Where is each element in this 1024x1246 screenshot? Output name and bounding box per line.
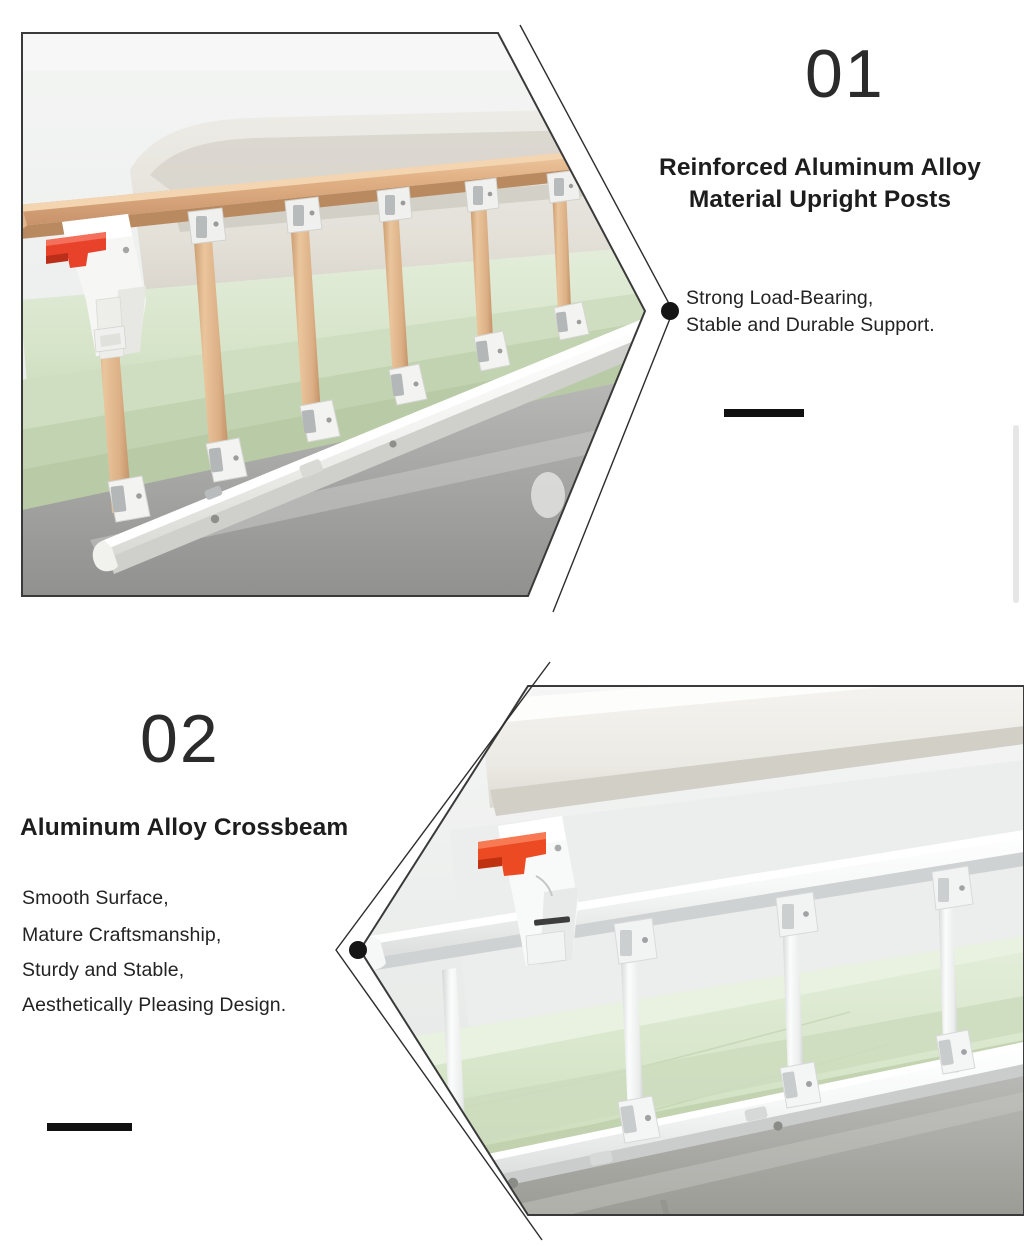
section-02-photo [330, 640, 1024, 1246]
section-01-headline-line2: Material Upright Posts [688, 186, 952, 213]
section-02-sub-line1: Smooth Surface, [22, 887, 169, 909]
section-01-pointer-dot [661, 302, 679, 320]
section-01-number: 01 [805, 36, 885, 112]
photo-2-pointer-outline [335, 661, 551, 1241]
page-scrollbar-thumb[interactable] [1013, 425, 1019, 603]
section-02-sub-line2: Mature Craftsmanship, [22, 924, 222, 946]
section-01-divider-dash [724, 409, 804, 417]
section-02-sub-line3: Sturdy and Stable, [22, 959, 185, 981]
bed-rail-wood-photo [21, 24, 674, 613]
section-02-number: 02 [140, 701, 220, 777]
section-02-divider-dash [47, 1123, 132, 1131]
section-01-headline-line1: Reinforced Aluminum Alloy [659, 154, 981, 181]
section-02-headline-line1: Aluminum Alloy Crossbeam [20, 814, 349, 841]
section-02-sub-line4: Aesthetically Pleasing Design. [22, 994, 287, 1016]
section-01-sub-line1: Strong Load-Bearing, [686, 287, 874, 309]
photo-1-border [21, 32, 647, 597]
section-01-sub-line2: Stable and Durable Support. [686, 314, 935, 336]
section-02-pointer-dot [349, 941, 367, 959]
photo-2-border [358, 685, 1024, 1216]
page-scrollbar-track[interactable] [1010, 0, 1024, 1246]
section-01-photo [0, 0, 700, 620]
bed-rail-aluminum-photo [335, 661, 1024, 1241]
